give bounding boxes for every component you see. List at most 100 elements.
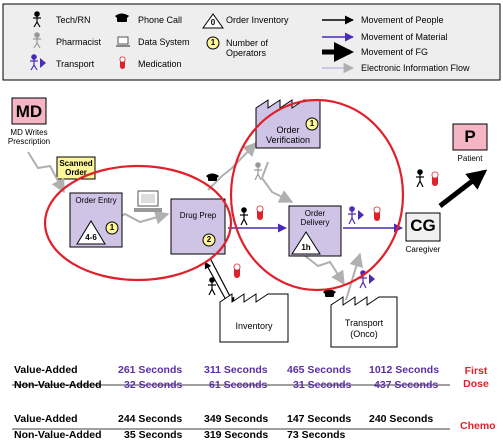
transport-onco-line2: (Onco) bbox=[350, 329, 378, 339]
order-verification-operators bbox=[305, 117, 319, 131]
first-dose-va-prep: 311 Seconds bbox=[204, 364, 268, 376]
first-dose-non-value-added-label: Non-Value-Added bbox=[14, 379, 102, 391]
legend-electronic-flow-label: Electronic Information Flow bbox=[361, 63, 470, 73]
legend-num-operators-label: Number of Operators bbox=[226, 38, 269, 58]
medication-figure-3 bbox=[233, 263, 241, 278]
drug-prep-operators bbox=[202, 233, 216, 247]
legend-order-inventory-badge: 0 bbox=[210, 18, 216, 27]
legend-movement-material-label: Movement of Material bbox=[361, 32, 448, 42]
phone-call-icon bbox=[115, 13, 129, 22]
chemo-va-prep: 349 Seconds bbox=[204, 413, 269, 425]
md-caption-line2: Prescription bbox=[7, 137, 51, 146]
tech-rn-figure-3 bbox=[416, 169, 424, 188]
inventory-label: Inventory bbox=[235, 321, 273, 331]
chemo-va-entry: 244 Seconds bbox=[118, 413, 183, 425]
legend-box bbox=[2, 3, 501, 81]
order-delivery-inventory-triangle bbox=[291, 231, 321, 255]
tech-rn-icon bbox=[33, 11, 41, 28]
scanned-order-line1: Scanned bbox=[59, 159, 93, 168]
order-delivery-line2: Delivery bbox=[300, 218, 330, 227]
patient-box bbox=[452, 123, 488, 151]
drug-prep-operators-value: 2 bbox=[206, 235, 212, 244]
legend-phone-call-label: Phone Call bbox=[138, 15, 183, 25]
legend-num-operators-badge: 1 bbox=[210, 38, 216, 47]
order-entry-operators-value: 1 bbox=[109, 223, 115, 232]
caregiver-box-label: CG bbox=[410, 216, 436, 235]
patient-label: Patient bbox=[457, 154, 483, 163]
transport-phone-icon bbox=[323, 289, 336, 297]
chemo-nva-entry: 35 Seconds bbox=[124, 429, 183, 441]
order-verification-box bbox=[255, 99, 321, 149]
prep-to-verification-flow bbox=[207, 141, 257, 191]
verification-to-delivery-flow bbox=[260, 161, 294, 203]
order-entry-inventory-value: 4-6 bbox=[85, 233, 97, 242]
order-verification-line1: Order bbox=[276, 125, 300, 135]
first-dose-nva-prep: 61 Seconds bbox=[209, 379, 268, 391]
legend-pharmacist-label: Pharmacist bbox=[56, 37, 102, 47]
md-caption-line1: MD Writes bbox=[10, 128, 48, 137]
medication-figure-1 bbox=[256, 205, 264, 220]
pharmacist-icon bbox=[33, 32, 41, 49]
first-dose-nva-entry: 32 Seconds bbox=[124, 379, 183, 391]
transport-figure-1 bbox=[348, 206, 364, 225]
order-delivery-time-value: 1h bbox=[301, 243, 311, 252]
legend-tech-rn-label: Tech/RN bbox=[56, 15, 91, 25]
scanned-order-line2: Order bbox=[65, 168, 87, 177]
caregiver-box bbox=[405, 212, 441, 242]
legend-movement-people-label: Movement of People bbox=[361, 15, 444, 25]
legend-order-inventory-label: Order Inventory bbox=[226, 15, 289, 25]
data-system-computer-icon bbox=[134, 190, 162, 212]
transport-onco-box bbox=[330, 296, 398, 348]
red-circle-left bbox=[43, 164, 233, 282]
legend-movement-fg-label: Movement of FG bbox=[361, 47, 429, 57]
chemo-label: Chemo bbox=[460, 420, 496, 432]
first-dose-nva-caregiver: 437 Seconds bbox=[374, 379, 439, 391]
first-dose-va-entry: 261 Seconds bbox=[118, 364, 183, 376]
first-dose-nva-delivery: 31 Seconds bbox=[293, 379, 352, 391]
inventory-box bbox=[219, 293, 289, 343]
order-entry-operators bbox=[105, 221, 119, 235]
first-dose-va-caregiver: 1012 Seconds bbox=[369, 364, 440, 376]
transport-icon bbox=[30, 54, 46, 71]
order-entry-inventory-triangle bbox=[76, 220, 106, 245]
tech-rn-figure-2 bbox=[208, 277, 216, 296]
md-box bbox=[11, 97, 47, 125]
legend-medication-label: Medication bbox=[138, 59, 182, 69]
chemo-va-delivery: 147 Seconds bbox=[287, 413, 352, 425]
red-circle-right bbox=[229, 98, 405, 292]
first-dose-value-added-label: Value-Added bbox=[14, 364, 78, 376]
data-system-icon bbox=[116, 36, 130, 47]
chemo-va-caregiver: 240 Seconds bbox=[369, 413, 434, 425]
chemo-value-added-label: Value-Added bbox=[14, 413, 78, 425]
scanned-order-badge bbox=[56, 156, 96, 180]
transport-to-caregiver-flow bbox=[345, 252, 364, 301]
verification-phone-icon bbox=[206, 173, 219, 181]
drug-prep-box bbox=[170, 198, 226, 255]
legend-transport-label: Transport bbox=[56, 59, 95, 69]
pharmacist-figure bbox=[254, 162, 262, 181]
delivery-to-transport-flow bbox=[303, 254, 345, 286]
order-delivery-line1: Order bbox=[304, 209, 326, 218]
order-verification-operators-value: 1 bbox=[309, 119, 315, 128]
chemo-nva-delivery: 73 Seconds bbox=[287, 429, 346, 441]
caregiver-to-patient-fg-arrow bbox=[438, 169, 488, 208]
drug-prep-label: Drug Prep bbox=[179, 211, 217, 220]
num-operators-icon bbox=[206, 36, 220, 50]
order-verification-line2: Verification bbox=[265, 135, 311, 145]
medication-icon bbox=[119, 56, 126, 69]
md-to-order-entry-flow bbox=[27, 151, 65, 194]
chemo-non-value-added-label: Non-Value-Added bbox=[14, 429, 102, 441]
first-dose-va-delivery: 465 Seconds bbox=[287, 364, 352, 376]
transport-onco-line1: Transport bbox=[344, 318, 384, 328]
first-dose-label: First Dose bbox=[463, 365, 489, 390]
order-entry-label: Order Entry bbox=[75, 196, 117, 205]
tech-rn-figure-1 bbox=[240, 207, 248, 226]
medication-figure-4 bbox=[431, 171, 439, 186]
caregiver-label: Caregiver bbox=[405, 245, 441, 254]
chemo-nva-prep: 319 Seconds bbox=[204, 429, 269, 441]
patient-box-label: P bbox=[464, 127, 476, 146]
inventory-to-prep-people bbox=[204, 261, 227, 301]
legend-data-system-label: Data System bbox=[138, 37, 190, 47]
